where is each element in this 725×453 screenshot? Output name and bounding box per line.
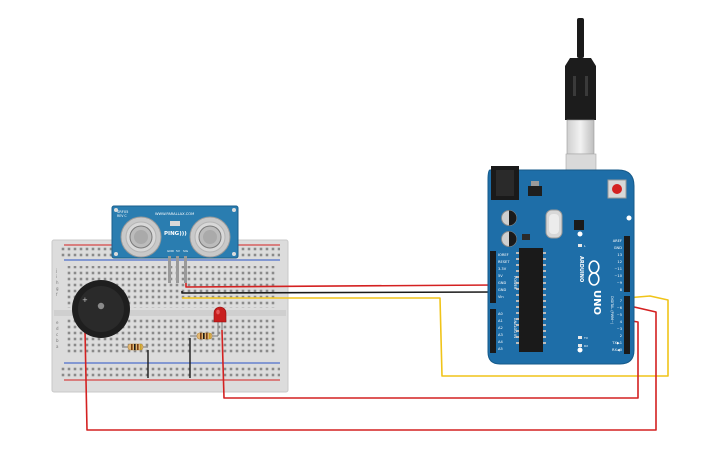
sensor-brand-label: PING))) (164, 231, 187, 237)
led-rx-label: RX (584, 344, 588, 348)
breadboard-row-labels: j i h g f e d c b a (55, 268, 59, 349)
sensor-url: WWW.PARALLAX.COM (155, 212, 194, 216)
resistor-buzzer (122, 343, 148, 351)
analog-pin-a2: A2 (498, 326, 503, 330)
svg-text:h: h (56, 280, 59, 285)
svg-text:j: j (55, 268, 57, 273)
arduino-logo-icon (588, 260, 600, 286)
digital-pin-13: 13 (617, 253, 622, 257)
digital-pin-0-rx: RX◀0 (612, 348, 623, 352)
analog-pin-a1: A1 (498, 319, 503, 323)
led-tx-label: TX (583, 336, 588, 340)
led-rx-indicator (578, 344, 582, 347)
sensor-pin-leg-5v (176, 256, 179, 283)
digital-header-top[interactable] (624, 236, 630, 292)
sensor-pin-leg-gnd (168, 256, 171, 283)
arduino-brand-label: ARDUINO (578, 256, 584, 282)
atmega-microcontroller (519, 248, 543, 352)
sensor-model: SRF05 (117, 210, 128, 214)
digital-pin-gnd: GND (614, 246, 622, 250)
reset-button-cap[interactable] (612, 184, 622, 194)
sensor-pin-sig: SIG (183, 249, 189, 253)
wire-red-5v (185, 282, 497, 288)
svg-text:i: i (56, 274, 57, 279)
wire-black-gnd (181, 291, 497, 294)
arduino-uno-board: IOREF RESET 3.3V 5V GND GND Vin POWER A0… (487, 166, 635, 365)
led-tx-indicator (578, 336, 582, 339)
piezo-buzzer: + (72, 280, 130, 338)
led-l-indicator (578, 244, 582, 247)
digital-pin-10: ~10 (614, 274, 622, 278)
voltage-regulator (528, 186, 542, 196)
usb-interface-chip (574, 220, 584, 230)
analog-section-label: ANALOG IN (513, 318, 517, 338)
svg-text:f: f (56, 292, 58, 297)
mounting-hole-1 (577, 231, 583, 237)
svg-text:g: g (56, 286, 59, 291)
sensor-pin-leg-sig (184, 256, 187, 283)
wire-yellow-signal (182, 295, 669, 377)
power-header[interactable] (490, 251, 496, 303)
arduino-model-label: UNO (591, 290, 602, 315)
power-pin-gnd-1: GND (498, 281, 506, 285)
digital-pin-11: ~11 (614, 267, 622, 271)
analog-pin-a0: A0 (498, 312, 503, 316)
digital-pin-4: 4 (620, 320, 623, 324)
transducer-left (120, 216, 162, 258)
ultrasonic-sensor: SRF05 REV C WWW.PARALLAX.COM PING))) GND… (111, 205, 239, 283)
svg-text:d: d (56, 326, 59, 331)
mounting-hole-3 (626, 215, 632, 221)
power-section-label: POWER (513, 276, 517, 290)
buzzer-plus-label: + (82, 296, 88, 304)
digital-pin-6: ~6 (617, 306, 623, 310)
power-pin-ioref: IOREF (498, 253, 509, 257)
microcontroller-pins (516, 252, 546, 344)
bottom-power-rail (60, 365, 280, 378)
digital-pin-aref: AREF (613, 239, 622, 243)
center-channel (54, 310, 286, 316)
mounting-hole-2 (577, 347, 583, 353)
led-l-label: L (584, 244, 586, 248)
analog-pin-a3: A3 (498, 333, 503, 337)
svg-text:c: c (56, 332, 58, 337)
digital-pin-8: 8 (620, 288, 623, 292)
power-pin-vin: Vin (498, 295, 504, 299)
sensor-rev: REV C (117, 214, 127, 218)
digital-section-label: DIGITAL (PWM~) (610, 296, 614, 325)
digital-pin-3: ~3 (617, 327, 622, 331)
red-led (213, 306, 227, 336)
analog-header[interactable] (490, 309, 496, 353)
transducer-right (189, 216, 231, 258)
sensor-pin-5v: 5V (176, 249, 181, 253)
power-pin-5v: 5V (498, 274, 503, 278)
digital-pin-12: 12 (617, 260, 622, 264)
power-pin-3v3: 3.3V (498, 267, 507, 271)
digital-header-bottom[interactable] (624, 296, 630, 354)
analog-pin-a5: A5 (498, 347, 503, 351)
svg-text:a: a (56, 344, 59, 349)
digital-pin-1-tx: TX▶1 (611, 341, 622, 345)
analog-pin-a4: A4 (498, 340, 503, 344)
digital-pin-5: ~5 (617, 313, 622, 317)
digital-pin-2: 2 (620, 334, 622, 338)
svg-text:e: e (56, 320, 59, 325)
resistor-led (190, 332, 218, 340)
digital-pin-9: ~9 (617, 281, 623, 285)
sensor-pin-gnd: GND (167, 249, 175, 253)
power-pin-gnd-2: GND (498, 288, 506, 292)
svg-text:b: b (56, 338, 59, 343)
power-pin-reset: RESET (498, 260, 510, 264)
digital-pin-7: 7 (620, 299, 622, 303)
